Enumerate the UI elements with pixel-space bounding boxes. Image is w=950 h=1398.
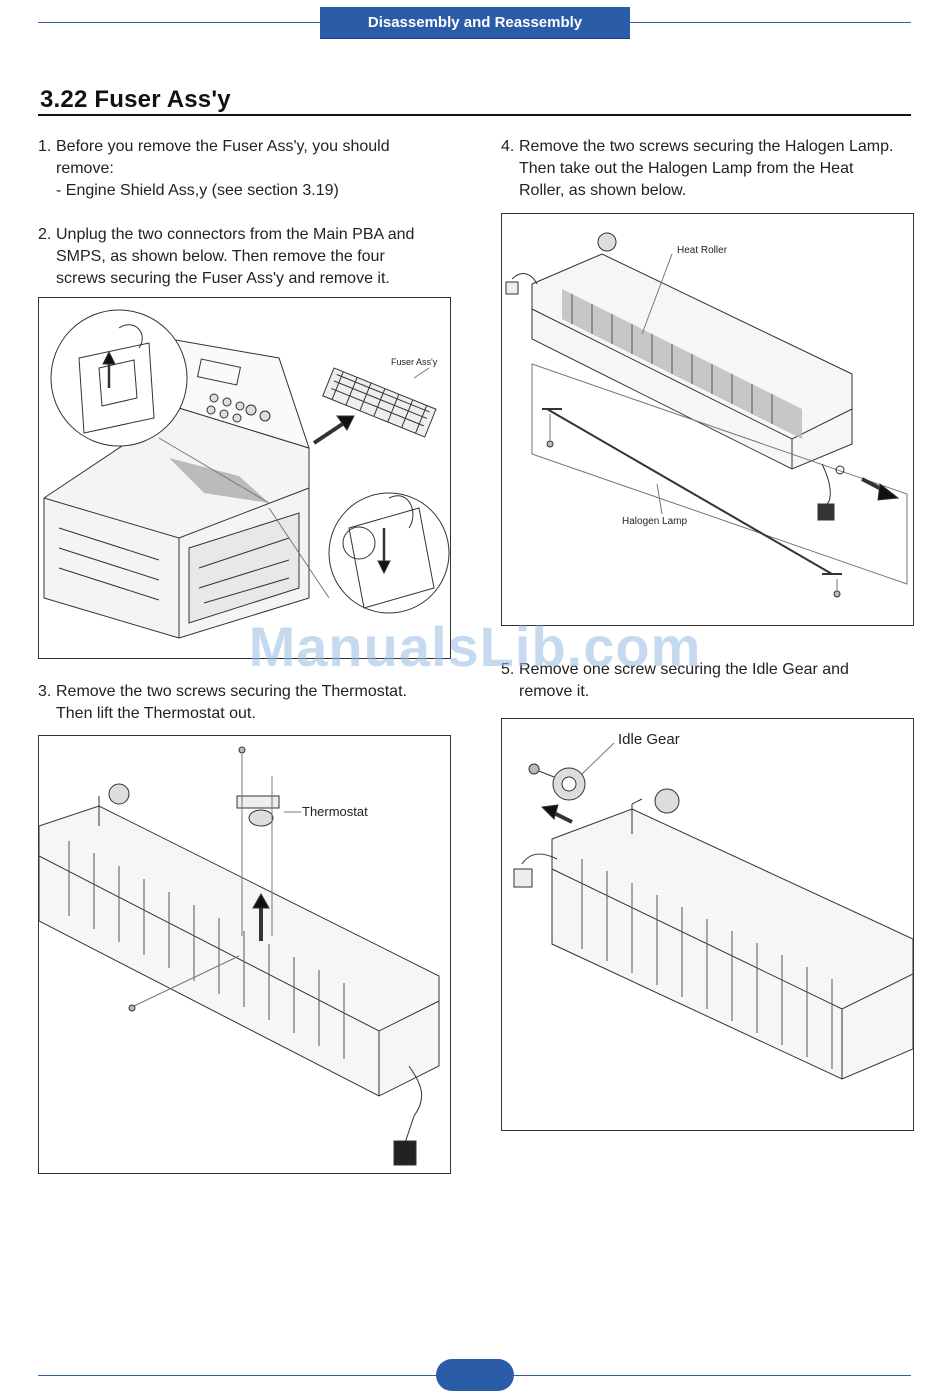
idle-gear-label: Idle Gear	[618, 731, 680, 748]
step-text-line: Remove the two screws securing the Therm…	[56, 683, 407, 700]
step-number: 3.	[38, 683, 52, 700]
step-1: 1. Before you remove the Fuser Ass'y, yo…	[38, 136, 458, 202]
figure-fuser-removal: Fuser Ass'y	[38, 297, 451, 659]
step-4: 4. Remove the two screws securing the Ha…	[501, 136, 921, 202]
step-text-line: - Engine Shield Ass,y (see section 3.19)	[56, 182, 339, 199]
step-number: 2.	[38, 226, 52, 243]
section-tab: Disassembly and Reassembly	[320, 7, 630, 38]
step-text-line: Remove one screw securing the Idle Gear …	[519, 661, 849, 678]
step-text-line: Unplug the two connectors from the Main …	[56, 226, 415, 243]
step-number: 5.	[501, 661, 515, 678]
figure-thermostat-removal: Thermostat	[38, 735, 451, 1174]
figure-halogen-lamp-removal: Heat Roller Halogen Lamp	[501, 213, 914, 626]
header-rule-left	[38, 22, 320, 23]
step-text-line: Then take out the Halogen Lamp from the …	[519, 160, 854, 177]
thermostat-label: Thermostat	[302, 804, 368, 819]
halogen-lamp-label: Halogen Lamp	[622, 516, 688, 527]
footer-rule-left	[38, 1375, 436, 1376]
figure-idle-gear-removal: Idle Gear	[501, 718, 914, 1131]
thermostat-illustration	[39, 746, 440, 1166]
halogen-lamp-illustration	[505, 232, 908, 598]
step-text-line: Remove the two screws securing the Halog…	[519, 138, 894, 155]
step-text-line: remove:	[56, 160, 114, 177]
title-rule	[38, 114, 911, 116]
step-text-line: screws securing the Fuser Ass'y and remo…	[56, 270, 390, 287]
step-text-line: SMPS, as shown below. Then remove the fo…	[56, 248, 385, 265]
heat-roller-label: Heat Roller	[677, 245, 728, 256]
fuser-assy-label: Fuser Ass'y	[391, 357, 438, 367]
step-text-line: remove it.	[519, 683, 590, 700]
step-2: 2. Unplug the two connectors from the Ma…	[38, 224, 458, 290]
step-text-line: Then lift the Thermostat out.	[56, 705, 256, 722]
step-number: 4.	[501, 138, 515, 155]
step-3: 3. Remove the two screws securing the Th…	[38, 681, 458, 725]
step-number: 1.	[38, 138, 52, 155]
footer-rule-right	[514, 1375, 911, 1376]
step-text-line: Roller, as shown below.	[519, 182, 687, 199]
idle-gear-illustration	[513, 742, 913, 1080]
page-title: 3.22 Fuser Ass'y	[40, 86, 231, 113]
header-rule-right	[630, 22, 911, 23]
printer-illustration	[43, 309, 450, 639]
step-5: 5. Remove one screw securing the Idle Ge…	[501, 659, 921, 703]
page-number-badge	[436, 1359, 514, 1391]
step-text-line: Before you remove the Fuser Ass'y, you s…	[56, 138, 390, 155]
watermark: ManualsLib.com	[248, 615, 702, 678]
